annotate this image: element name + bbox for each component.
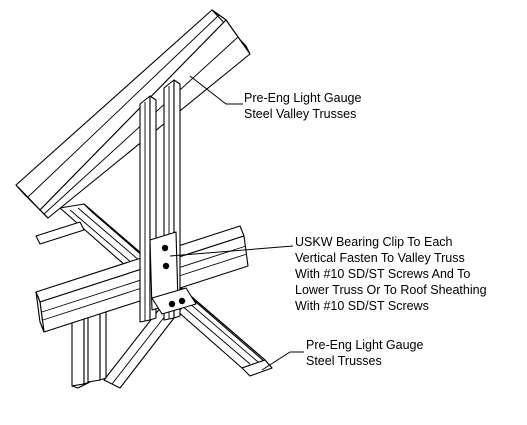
screw bbox=[178, 297, 186, 305]
valley-trusses-label: Pre-Eng Light Gauge Steel Valley Trusses bbox=[244, 91, 362, 121]
screw bbox=[168, 300, 176, 308]
leader-steel-trusses bbox=[261, 351, 304, 371]
valley-truss-chord bbox=[15, 9, 251, 219]
bearing-clip-label: USKW Bearing Clip To Each Vertical Faste… bbox=[295, 235, 487, 313]
screw bbox=[161, 244, 169, 252]
leader-valley-trusses bbox=[189, 75, 243, 105]
screw bbox=[162, 262, 170, 270]
leader-bearing-clip bbox=[169, 245, 294, 257]
bearing-clip bbox=[149, 231, 197, 315]
steel-trusses-label: Pre-Eng Light Gauge Steel Trusses bbox=[306, 338, 424, 368]
